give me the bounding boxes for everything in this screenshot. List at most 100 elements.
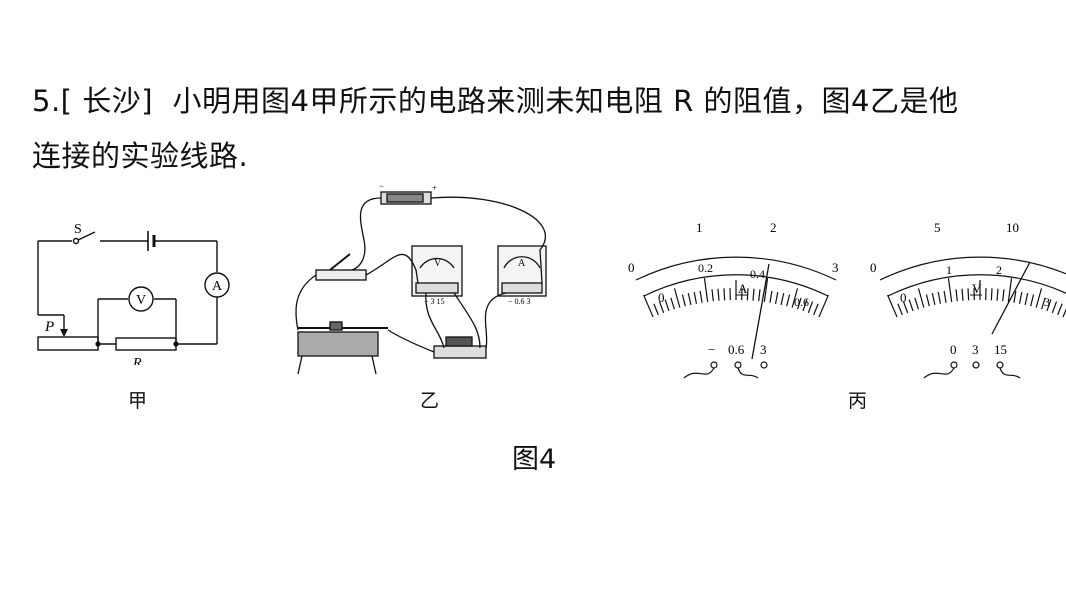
vm-term-0: 0 [950, 342, 957, 357]
dial-tick [908, 299, 914, 312]
dial-tick [1046, 299, 1052, 312]
ammeter-needle [751, 263, 770, 360]
dial-tick [658, 301, 665, 314]
sublabel-jia: 甲 [128, 390, 148, 412]
am-term-2: 3 [760, 342, 767, 357]
dial-tick [746, 288, 749, 301]
question-text-1: 小明用图4甲所示的电路来测未知电阻 R 的阻值，图4乙是他 [172, 84, 959, 118]
voltmeter-label: V [136, 293, 146, 308]
dial-tick [717, 288, 720, 301]
dial-tick [1057, 303, 1063, 316]
am-outer-0: 0 [628, 260, 635, 275]
dial-tick [758, 289, 761, 302]
dial-tick [673, 288, 681, 308]
battery-plus: + [432, 183, 437, 193]
rheostat-label: P [44, 319, 54, 335]
ammeter-unit: A [738, 281, 748, 296]
vm-inner-3: 3 [1044, 295, 1050, 309]
question-number: 5.[ 长沙] [32, 84, 154, 118]
dial-tick [914, 297, 919, 310]
vm-outer-2: 10 [1006, 220, 1019, 235]
vm-inner-0: 0 [900, 290, 907, 305]
dial-tick [967, 288, 970, 301]
sublabel-bing: 丙 [848, 390, 868, 412]
wiring-voltmeter-letter: V [434, 258, 442, 269]
dial-tick [786, 294, 791, 307]
dial-tick [681, 294, 686, 307]
dial-tick [769, 290, 773, 303]
dial-tick [723, 288, 726, 301]
dial-tick [902, 301, 909, 314]
vm-term-2: 15 [994, 342, 1007, 357]
dial-tick [791, 288, 799, 308]
switch-label: S [74, 222, 82, 237]
am-inner-2: 0.4 [750, 267, 765, 281]
dial-tick [1035, 288, 1043, 308]
vm-inner-2: 2 [996, 263, 1002, 277]
dial-tick [807, 301, 814, 314]
dial-tick [961, 288, 964, 301]
dial-tick [931, 293, 936, 306]
vm-term-1: 3 [972, 342, 979, 357]
dial-tick [1002, 289, 1005, 302]
dial-tick [1062, 308, 1066, 318]
dial-tick [802, 299, 808, 312]
dial-tick [670, 297, 675, 310]
question-line-2: 连接的实验线路. [32, 133, 248, 175]
dial-tick [797, 297, 802, 310]
am-term-1: 0.6 [728, 342, 745, 357]
sublabel-yi: 乙 [420, 390, 440, 412]
dial-tick [955, 289, 958, 302]
dial-tick [1018, 291, 1023, 304]
wiring-diagram-yi: − + V A − 3 15 − 0.6 3 [295, 181, 547, 375]
question-line-1: 5.[ 长沙] 小明用图4甲所示的电路来测未知电阻 R 的阻值，图4乙是他 [32, 78, 958, 120]
dial-tick [1030, 294, 1035, 307]
wiring-voltmeter-terminals: − 3 15 [424, 297, 445, 306]
dial-tick [818, 294, 829, 318]
dial-tick [699, 290, 703, 303]
wiring-ammeter-terminals: − 0.6 3 [508, 297, 531, 306]
question-text-2: 连接的实验线路. [32, 139, 249, 173]
dial-tick [664, 299, 670, 312]
resistor-label: R [132, 356, 142, 365]
dial-tick [947, 278, 953, 303]
dial-tick [780, 293, 785, 306]
voltmeter-needle [991, 261, 1031, 335]
dial-tick [1051, 301, 1058, 314]
vm-outer-1: 5 [934, 220, 941, 235]
am-outer-2: 2 [770, 220, 777, 235]
circuit-diagram-jia: S A V P R [37, 222, 230, 365]
dial-tick [643, 294, 654, 318]
voltmeter-unit: V [972, 281, 982, 296]
dial-tick [752, 288, 755, 301]
dial-tick [943, 290, 947, 303]
dial-tick [703, 278, 709, 303]
wiring-ammeter-letter: A [518, 258, 526, 269]
dial-tick [711, 289, 714, 302]
dial-tick [937, 291, 942, 304]
dial-tick [693, 291, 698, 304]
dial-tick [1007, 278, 1013, 303]
am-inner-3: 0.6 [794, 295, 809, 309]
am-outer-1: 1 [696, 220, 703, 235]
dial-tick [887, 294, 898, 318]
dial-tick [1013, 290, 1017, 303]
dial-tick [1024, 293, 1029, 306]
dial-tick [774, 291, 779, 304]
dial-tick [763, 278, 769, 303]
am-outer-3: 3 [832, 260, 839, 275]
am-term-0: − [708, 342, 715, 357]
am-inner-1: 0.2 [698, 261, 713, 275]
ammeter-dial: A 0 1 2 3 0 0.2 0.4 0.6 − 0.6 3 [628, 220, 839, 379]
dial-tick [990, 288, 993, 301]
figure-caption: 图4 [512, 444, 557, 475]
voltmeter-dial: V 0 5 10 15 0 1 2 3 0 3 15 [870, 220, 1066, 379]
vm-outer-0: 0 [870, 260, 877, 275]
dial-tick [813, 303, 819, 316]
dial-tick [917, 288, 925, 308]
dial-tick [687, 293, 692, 306]
dial-tick [925, 294, 930, 307]
dial-tick [897, 303, 903, 316]
battery-minus: − [379, 181, 384, 191]
am-inner-0: 0 [658, 290, 665, 305]
